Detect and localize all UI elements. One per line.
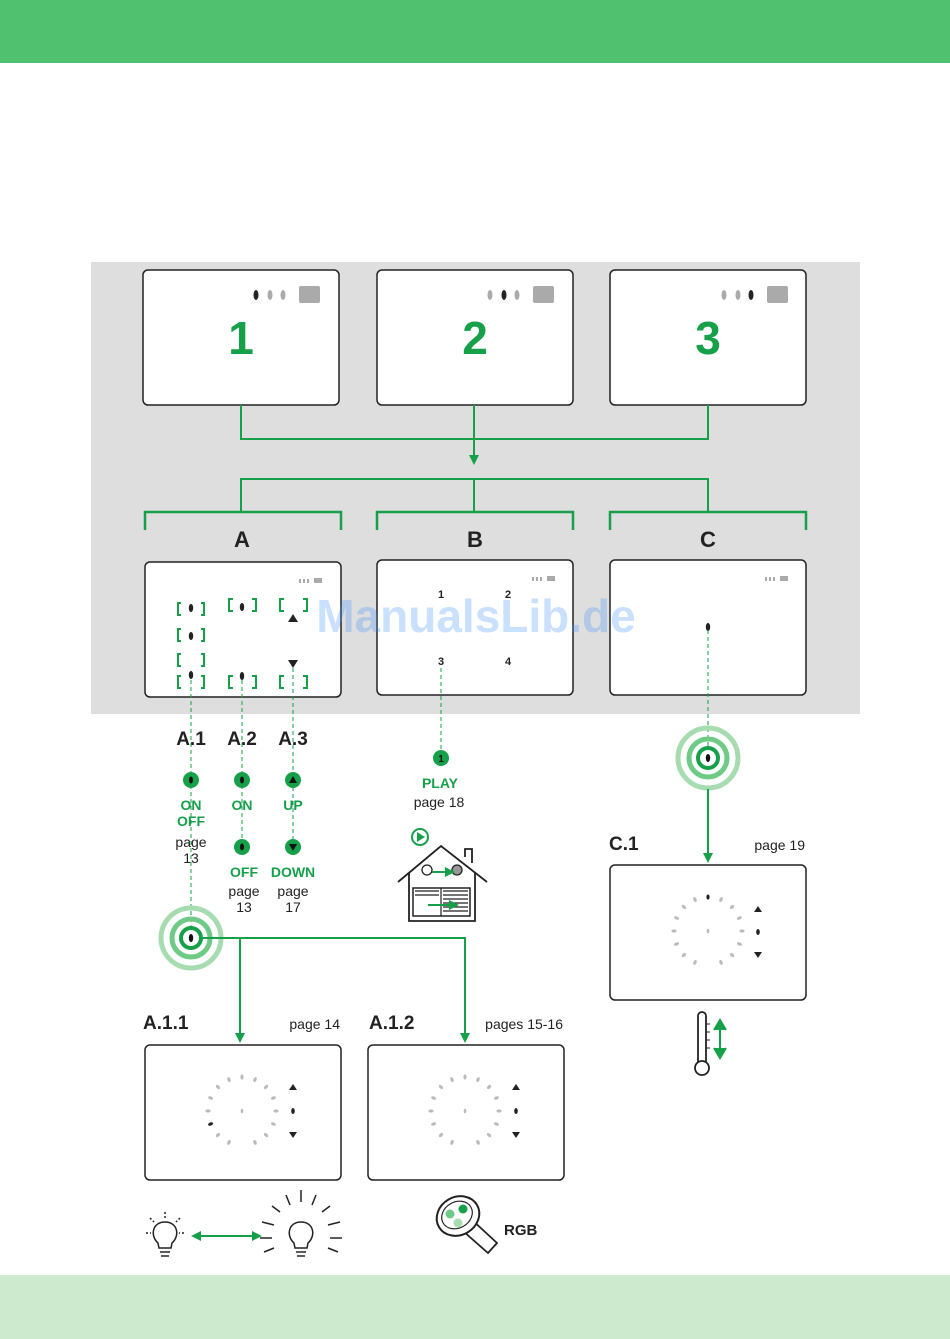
group-label-b: B [467, 527, 483, 552]
dial-dot [706, 894, 709, 899]
bulb-dim-icon [146, 1212, 184, 1256]
a3-page-num: 17 [285, 899, 301, 915]
play-number: 1 [438, 754, 444, 765]
c1-page: page 19 [754, 837, 805, 853]
card-a [145, 562, 341, 697]
dial-dot [671, 929, 676, 932]
thermometer-icon [695, 1012, 710, 1075]
dial-dot [428, 1109, 433, 1112]
rgb-lamp-icon [429, 1189, 497, 1253]
mode-card-1: 1 [143, 270, 339, 405]
play-page: page 18 [414, 794, 465, 810]
dial-dot [205, 1109, 210, 1112]
house-scenario-icon [398, 829, 487, 921]
a2-page: page [228, 883, 259, 899]
dial-center [707, 929, 710, 934]
dial-dot [463, 1074, 466, 1079]
dial-dot [273, 1109, 278, 1112]
a11-page: page 14 [289, 1016, 340, 1032]
b-button-4: 4 [505, 656, 512, 668]
dial-dot [496, 1109, 501, 1112]
a2-page-num: 13 [236, 899, 252, 915]
mode-number-1: 1 [228, 312, 254, 364]
a2-off: OFF [230, 864, 258, 880]
b-button-3: 3 [438, 656, 444, 668]
merge-connector [241, 405, 708, 511]
a1-off: OFF [177, 813, 205, 829]
a12-label: A.1.2 [369, 1013, 414, 1034]
c-ripple [678, 728, 738, 788]
rgb-label: RGB [504, 1222, 538, 1239]
dial-center [241, 1109, 244, 1114]
watermark: ManualsLib.de [316, 590, 635, 642]
up-down-arrows-icon [714, 1020, 726, 1058]
group-label-c: C [700, 527, 716, 552]
a12-card [368, 1045, 564, 1180]
a12-page: pages 15-16 [485, 1016, 563, 1032]
dial-center [464, 1109, 467, 1114]
a1-page-num: 13 [183, 850, 199, 866]
dial-dot [739, 929, 744, 932]
dial-dot [240, 1074, 243, 1079]
mode-card-2: 2 [377, 270, 573, 405]
a3-down: DOWN [271, 864, 315, 880]
mode-number-2: 2 [462, 312, 488, 364]
a11-card [145, 1045, 341, 1180]
a2-on: ON [232, 797, 253, 813]
c1-label: C.1 [609, 834, 639, 855]
mode-card-3: 3 [610, 270, 806, 405]
play-label: PLAY [422, 775, 459, 791]
group-label-a: A [234, 527, 250, 552]
a3-up: UP [283, 797, 302, 813]
a1-on: ON [181, 797, 202, 813]
bulb-bright-icon [260, 1190, 342, 1256]
c1-card [610, 865, 806, 1000]
a11-label: A.1.1 [143, 1013, 189, 1034]
mode-number-3: 3 [695, 312, 721, 364]
a3-page: page [277, 883, 308, 899]
a1-page: page [175, 834, 206, 850]
